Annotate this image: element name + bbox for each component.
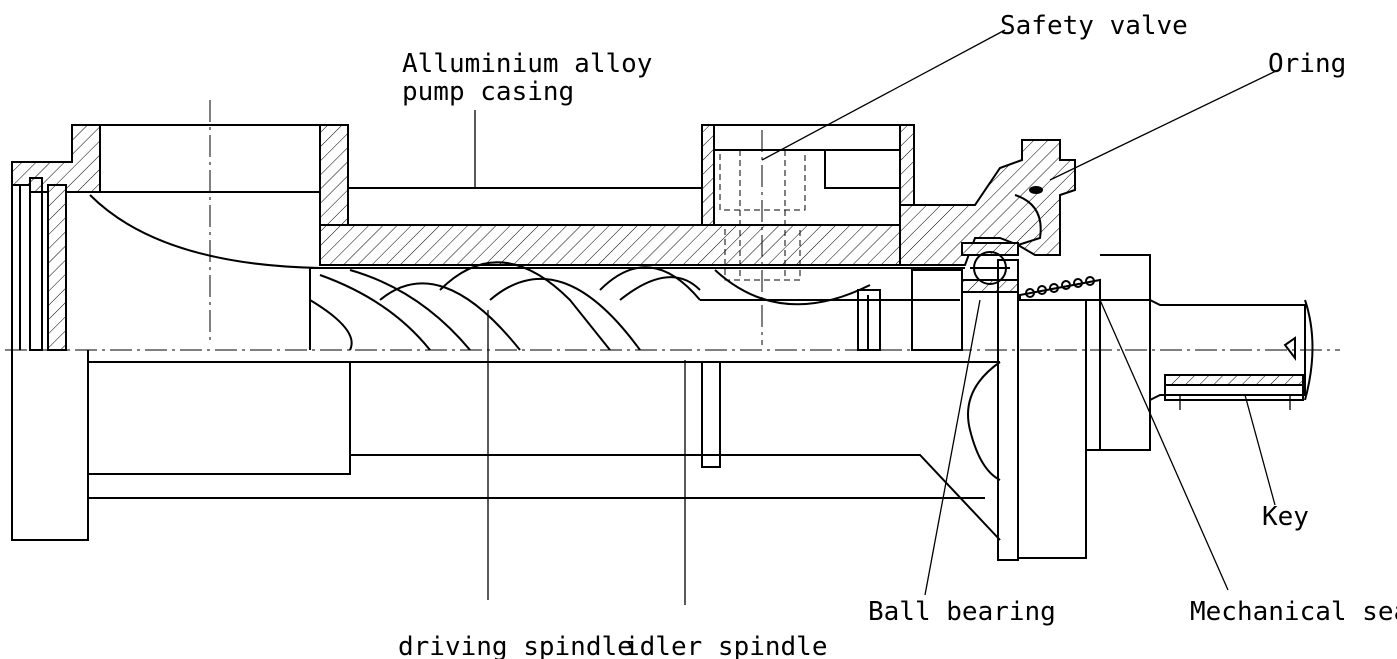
label-ball-bearing: Ball bearing xyxy=(868,597,1056,627)
label-idler-spindle: idler spindle xyxy=(624,632,828,659)
label-safety-valve: Safety valve xyxy=(1000,11,1188,41)
center-lines xyxy=(5,100,1340,351)
ball-bearing xyxy=(970,251,1010,285)
leader-lines xyxy=(474,29,1279,605)
label-mechanical-seal: Mechanical seal xyxy=(1190,597,1397,627)
screw-spindles xyxy=(87,254,1314,561)
mechanical-seal xyxy=(1019,276,1101,301)
oring xyxy=(1014,186,1043,246)
label-casing-line1: Alluminium alloy xyxy=(402,49,652,79)
pump-casing xyxy=(11,124,1076,351)
label-driving-spindle: driving spindle xyxy=(398,632,633,659)
label-oring: Oring xyxy=(1268,49,1346,79)
label-key: Key xyxy=(1262,502,1309,532)
label-casing-line2: pump casing xyxy=(402,77,574,107)
